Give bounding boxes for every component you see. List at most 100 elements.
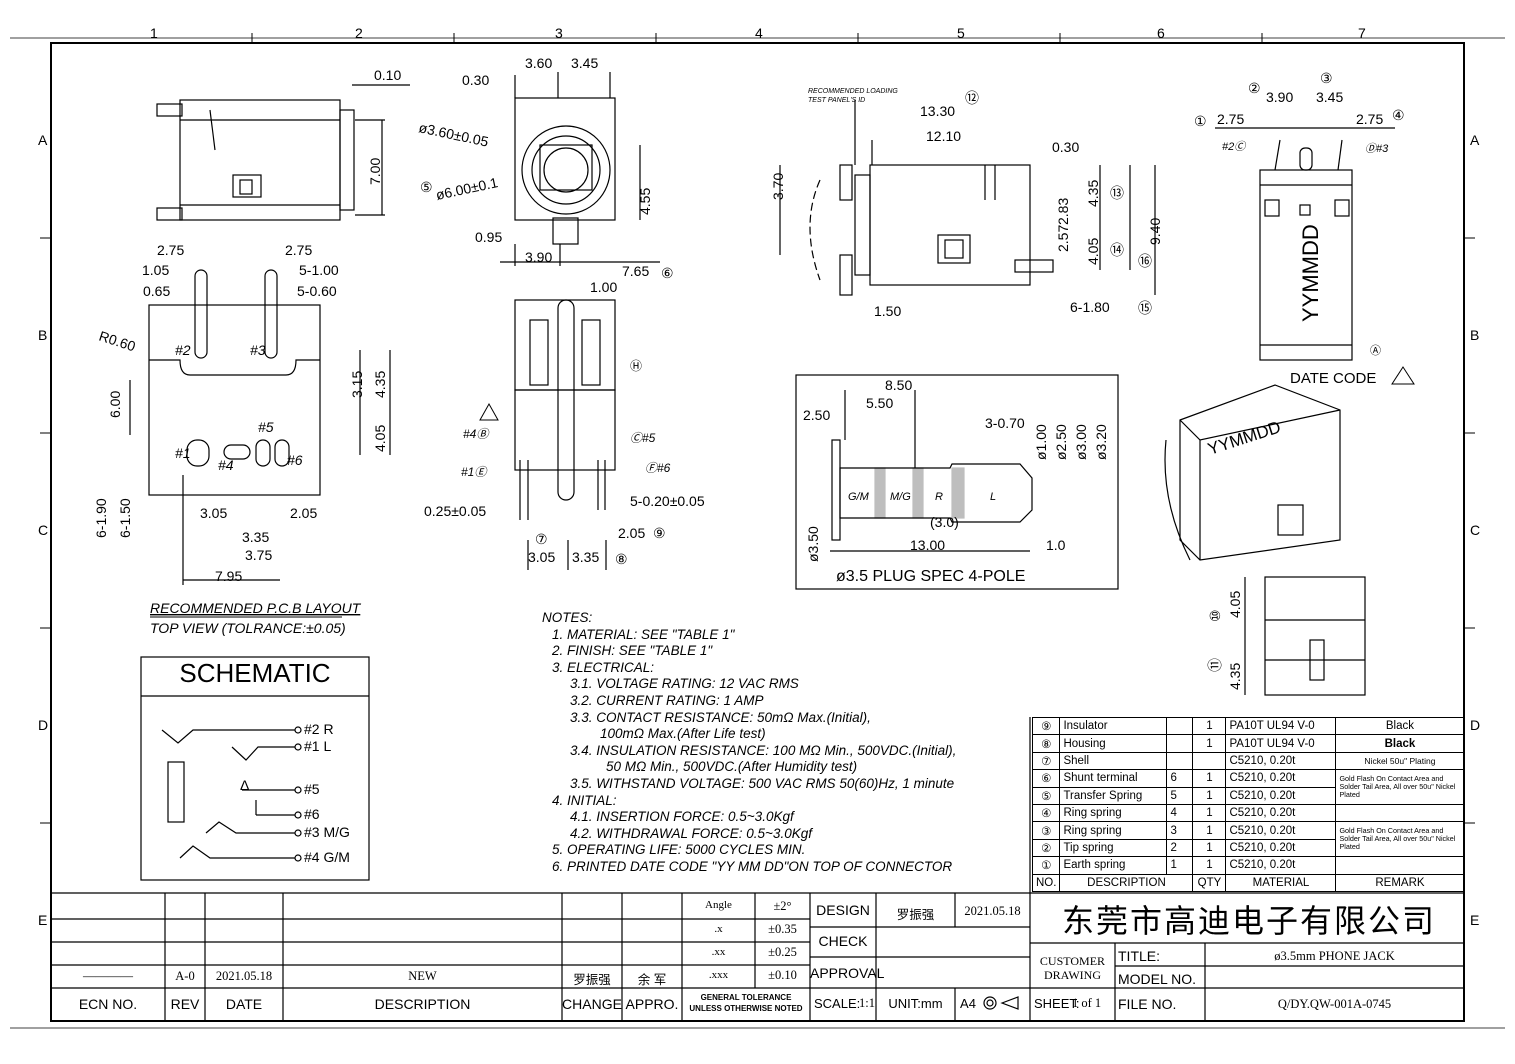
note-line: 3.3. CONTACT RESISTANCE: 50mΩ Max.(Initi… bbox=[570, 709, 871, 725]
bom-no: ④ bbox=[1031, 803, 1061, 823]
dim-label: 5-1.00 bbox=[299, 262, 339, 278]
rev-ecn: ———— bbox=[83, 969, 133, 983]
col-number: 6 bbox=[1157, 25, 1165, 41]
callout: ⑮ bbox=[1138, 300, 1152, 316]
table-row: ④ Ring spring 4 1 C5210, 0.20t bbox=[1031, 803, 1465, 823]
bom-ref: 2 bbox=[1166, 838, 1194, 858]
tol-key: .x bbox=[714, 923, 723, 935]
dim-label: ø3.50 bbox=[805, 526, 821, 562]
bom-remark: Gold Flash On Contact Area and Solder Ta… bbox=[1335, 821, 1465, 858]
paper-size: A4 bbox=[960, 996, 976, 1011]
dim-label: 3.05 bbox=[200, 505, 227, 521]
dim-label: 4.35 bbox=[1227, 663, 1243, 690]
bom-material: C5210, 0.20t bbox=[1225, 803, 1337, 823]
plug-spec-title: ø3.5 PLUG SPEC 4-POLE bbox=[836, 568, 1025, 585]
dim-label: ø6.00±0.1 bbox=[434, 174, 499, 203]
dim-label: 6-1.50 bbox=[117, 498, 133, 538]
bom-no: ⑦ bbox=[1031, 751, 1061, 771]
dim-label: 2.57 bbox=[1055, 225, 1071, 252]
row-letter: B bbox=[38, 327, 47, 343]
bom-qty: 1 bbox=[1192, 838, 1227, 858]
note-line: 3.5. WITHSTAND VOLTAGE: 500 VAC RMS 50(6… bbox=[570, 775, 955, 791]
bom-desc: Insulator bbox=[1059, 716, 1168, 736]
bom-ref: 3 bbox=[1166, 821, 1194, 840]
callout: #4Ⓑ bbox=[463, 427, 490, 441]
label-description: DESCRIPTION bbox=[374, 996, 471, 1012]
callout: ⑪ bbox=[1207, 658, 1223, 672]
dim-label: 5.50 bbox=[866, 395, 893, 411]
dim-label: 3.75 bbox=[245, 547, 272, 563]
bom-desc: Housing bbox=[1059, 734, 1168, 753]
pin-label: #5 bbox=[258, 419, 274, 435]
note-line: 3.2. CURRENT RATING: 1 AMP bbox=[570, 692, 764, 708]
callout: Ⓓ#3 bbox=[1365, 142, 1389, 155]
dim-label: 1.05 bbox=[142, 262, 169, 278]
bom-desc: Tip spring bbox=[1059, 838, 1168, 858]
bom-no: ⑥ bbox=[1031, 769, 1061, 788]
check-label: CHECK bbox=[818, 933, 868, 949]
design-name: 罗振强 bbox=[896, 908, 935, 922]
table-row: ⑤ Transfer Spring 5 1 C5210, 0.20t bbox=[1031, 786, 1464, 805]
bom-material: C5210, 0.20t bbox=[1225, 786, 1337, 805]
sheet-label: SHEET: bbox=[1034, 996, 1080, 1011]
rev-value: A-0 bbox=[175, 969, 195, 983]
rev-appro: 余 军 bbox=[637, 973, 667, 987]
note-line: 4. INITIAL: bbox=[552, 792, 617, 808]
col-number: 5 bbox=[957, 25, 965, 41]
note-line: 3.1. VOLTAGE RATING: 12 VAC RMS bbox=[570, 676, 799, 692]
dim-label: 3.70 bbox=[770, 173, 786, 200]
callout: ⑧ bbox=[615, 551, 628, 567]
notes-block: NOTES: 1. MATERIAL: SEE "TABLE 1" 2. FIN… bbox=[542, 610, 1022, 876]
schematic-drawing bbox=[161, 726, 302, 862]
dim-label: 7.95 bbox=[215, 568, 242, 584]
file-number: Q/DY.QW-001A-0745 bbox=[1277, 997, 1392, 1011]
col-number: 1 bbox=[150, 25, 158, 41]
schematic-pin: #4 G/M bbox=[304, 849, 350, 865]
col-number: 7 bbox=[1358, 25, 1366, 41]
bom-desc: Shunt terminal bbox=[1059, 769, 1168, 788]
bom-desc: Ring spring bbox=[1059, 803, 1168, 823]
dim-label: 7.00 bbox=[367, 158, 383, 185]
bom-ref: 4 bbox=[1166, 803, 1194, 823]
title-label: TITLE: bbox=[1118, 948, 1161, 964]
dim-label: 0.10 bbox=[374, 67, 401, 83]
row-letter: B bbox=[1470, 327, 1479, 343]
note-line: 1. MATERIAL: SEE "TABLE 1" bbox=[552, 626, 735, 642]
general-tolerance: GENERAL TOLERANCE bbox=[700, 993, 792, 1002]
dim-label: 3-0.70 bbox=[985, 415, 1025, 431]
bom-ref: 6 bbox=[1166, 769, 1194, 788]
dim-label: 6-1.90 bbox=[93, 498, 109, 538]
table-row: ⑦ Shell C5210, 0.20t Nickel 50u" Plating bbox=[1031, 751, 1465, 771]
callout: ① bbox=[1194, 113, 1207, 129]
bom-material: C5210, 0.20t bbox=[1225, 751, 1337, 771]
tol-value: ±0.25 bbox=[768, 945, 797, 959]
isometric-view bbox=[1164, 384, 1341, 561]
bom-material: C5210, 0.20t bbox=[1225, 821, 1337, 840]
schematic-title: SCHEMATIC bbox=[179, 658, 331, 688]
schematic-pin: #1 L bbox=[304, 738, 331, 754]
dim-label: 1.00 bbox=[590, 279, 617, 295]
dim-label: 5-0.20±0.05 bbox=[630, 493, 705, 509]
dim-label: 8.50 bbox=[885, 377, 912, 393]
bom-no: ② bbox=[1031, 838, 1061, 858]
dim-label: 6.00 bbox=[107, 391, 123, 418]
design-label: DESIGN bbox=[816, 902, 870, 918]
col-number: 2 bbox=[355, 25, 363, 41]
bottom-right-view bbox=[1244, 576, 1366, 696]
dim-label: 2.75 bbox=[157, 242, 184, 258]
bom-material: C5210, 0.20t bbox=[1225, 769, 1337, 788]
bom-ref: 1 bbox=[1166, 856, 1194, 875]
dim-label: 5-0.60 bbox=[297, 283, 337, 299]
callout: ⑩ bbox=[1207, 609, 1223, 622]
schematic-pin: #2 R bbox=[304, 721, 334, 737]
pin-label: #6 bbox=[287, 452, 303, 468]
bom-ref: 5 bbox=[1166, 786, 1194, 805]
bom-qty: 1 bbox=[1192, 769, 1227, 788]
note-line: 5. OPERATING LIFE: 5000 CYCLES MIN. bbox=[552, 842, 806, 858]
bom-header-remark: REMARK bbox=[1335, 873, 1465, 892]
rev-change: 罗振强 bbox=[573, 973, 611, 987]
callout: #1Ⓔ bbox=[461, 465, 488, 479]
note-line: 6. PRINTED DATE CODE "YY MM DD"ON TOP OF… bbox=[552, 858, 953, 874]
tol-value: ±0.35 bbox=[768, 922, 797, 936]
